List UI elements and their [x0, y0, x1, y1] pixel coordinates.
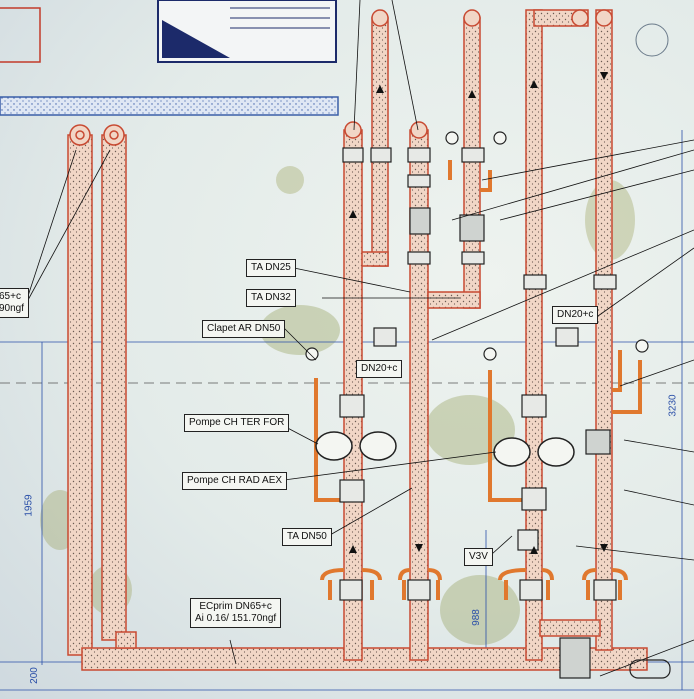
leader-lines	[27, 0, 694, 677]
dim-200: 200	[28, 667, 40, 684]
label-left-line2: 90ngf	[0, 303, 25, 314]
label-left-pipe: 65+c 90ngf	[0, 288, 30, 318]
label-pompe-rad: Pompe CH RAD AEX	[182, 472, 288, 490]
label-dn20c-left: DN20+c	[356, 360, 403, 378]
pumps	[315, 431, 575, 467]
pipe-ends	[344, 9, 613, 139]
left-return-pipe	[67, 124, 648, 671]
label-v3v: V3V	[464, 548, 493, 566]
title-frame	[0, 7, 41, 63]
orange-branches	[314, 160, 642, 600]
legend-frame	[157, 0, 337, 63]
dim-988: 988	[470, 609, 482, 626]
label-ecprim-line1: ECprim DN65+c	[199, 601, 272, 612]
label-ta-dn50: TA DN50	[282, 528, 332, 546]
label-ecprim-line2: Ai 0.16/ 151.70ngf	[195, 613, 277, 624]
dim-3230: 3230	[667, 394, 679, 417]
label-ecprim: ECprim DN65+c Ai 0.16/ 151.70ngf	[190, 598, 282, 628]
label-ta-dn25: TA DN25	[246, 259, 296, 277]
dim-1959: 1959	[23, 494, 35, 517]
blue-duct	[0, 96, 339, 116]
label-dn20c-right: DN20+c	[552, 306, 599, 324]
label-ta-dn32: TA DN32	[246, 289, 296, 307]
label-left-line1: 65+c	[0, 291, 21, 302]
label-clapet: Clapet AR DN50	[202, 320, 286, 338]
components	[339, 147, 617, 679]
pipe-bends	[320, 568, 628, 581]
gauges	[305, 131, 649, 361]
flow-arrows	[349, 72, 608, 554]
label-pompe-ter: Pompe CH TER FOR	[184, 414, 290, 432]
